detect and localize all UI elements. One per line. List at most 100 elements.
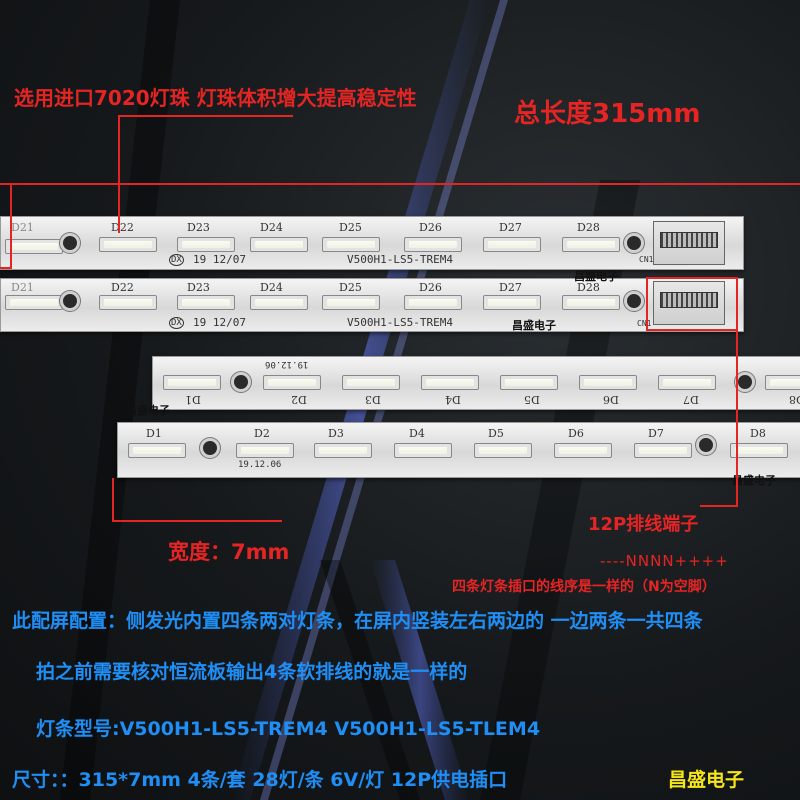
led-label: D2 (254, 427, 270, 440)
watermark: 昌盛电子 (574, 270, 618, 283)
total-length-label: 总长度315mm (514, 99, 701, 129)
led-chip (483, 237, 541, 252)
led-chip (263, 375, 321, 390)
led-chip (177, 295, 235, 310)
led-chip (404, 295, 462, 310)
connector (653, 281, 725, 325)
led-label: D28 (577, 221, 600, 234)
connector-highlight-box (646, 277, 738, 331)
led-chip (250, 295, 308, 310)
mount-hole (60, 291, 80, 311)
led-label: D1 (185, 393, 201, 406)
led-label: D23 (187, 221, 210, 234)
logo-mark: DX (169, 317, 184, 329)
led-chip (128, 443, 186, 458)
watermark: 昌盛电子 (512, 319, 556, 332)
pointer-line (736, 330, 738, 506)
mount-hole (624, 233, 644, 253)
led-label: D8 (750, 427, 766, 440)
led-chip (562, 237, 620, 252)
led-label: D24 (260, 221, 283, 234)
logo-mark: DX (169, 254, 184, 266)
model-code: V500H1-LS5-TREM4 (347, 253, 453, 266)
left-red-bracket (0, 183, 12, 269)
led-chip-note: 选用进口7020灯珠 灯珠体积增大提高稳定性 (14, 86, 417, 110)
connector (653, 221, 725, 265)
width-label: 宽度：7mm (168, 540, 290, 564)
mount-hole (200, 438, 220, 458)
pin-note: 四条灯条插口的线序是一样的（N为空脚） (452, 579, 716, 595)
led-chip (634, 443, 692, 458)
date-code: 19 12/07 (193, 316, 246, 329)
led-label: D27 (499, 221, 522, 234)
led-strip-1: D21 D22 D23 D24 D25 D26 D27 D28 DX 19 12… (0, 216, 744, 270)
brand-name: 昌盛电子 (668, 769, 745, 791)
led-chip (421, 375, 479, 390)
description-line-2: 拍之前需要核对恒流板输出4条软排线的就是一样的 (36, 661, 468, 683)
led-label: D24 (260, 281, 283, 294)
led-chip (314, 443, 372, 458)
mount-hole (735, 372, 755, 392)
width-bracket-line (112, 478, 114, 520)
led-chip (250, 237, 308, 252)
led-chip (5, 239, 63, 254)
led-label: D25 (339, 281, 362, 294)
led-label: D5 (524, 393, 540, 406)
pin-pattern: ----NNNN++++ (600, 552, 729, 570)
pointer-line (118, 115, 293, 117)
watermark: 昌盛电子 (126, 404, 170, 417)
description-line-3: 灯条型号:V500H1-LS5-TREM4 V500H1-LS5-TLEM4 (36, 718, 541, 740)
led-chip (554, 443, 612, 458)
led-label: D21 (11, 281, 34, 294)
led-chip (322, 295, 380, 310)
led-label: D3 (328, 427, 344, 440)
led-chip (342, 375, 400, 390)
led-chip (404, 237, 462, 252)
led-label: D3 (365, 393, 381, 406)
led-chip (394, 443, 452, 458)
connector-type-label: 12P排线端子 (588, 514, 699, 535)
led-chip (177, 237, 235, 252)
length-dimension-line (0, 183, 800, 185)
mount-hole (624, 291, 644, 311)
led-chip (579, 375, 637, 390)
date-code: 19.12.06 (265, 359, 309, 369)
led-chip (658, 375, 716, 390)
pointer-line (118, 115, 120, 233)
led-label: D22 (111, 221, 134, 234)
led-label: D26 (419, 281, 442, 294)
date-code: 19.12.06 (238, 460, 282, 470)
description-line-4: 尺寸：：315*7mm 4条/套 28灯/条 6V/灯 12P供电插口 (12, 769, 508, 791)
led-chip (500, 375, 558, 390)
led-label: D26 (419, 221, 442, 234)
led-label: D8 (789, 393, 800, 406)
led-chip (765, 375, 800, 390)
led-label: D25 (339, 221, 362, 234)
led-label: D6 (568, 427, 584, 440)
connector-label: CN1 (639, 255, 654, 264)
led-chip (483, 295, 541, 310)
mount-hole (60, 233, 80, 253)
led-label: D7 (683, 393, 699, 406)
led-chip (474, 443, 532, 458)
led-chip (99, 295, 157, 310)
led-chip (236, 443, 294, 458)
description-line-1: 此配屏配置：侧发光内置四条两对灯条，在屏内竖装左右两边的 一边两条一共四条 (12, 610, 703, 632)
led-label: D23 (187, 281, 210, 294)
led-label: D7 (648, 427, 664, 440)
led-label: D27 (499, 281, 522, 294)
width-bracket-line (112, 520, 282, 522)
led-chip (5, 295, 63, 310)
led-label: D2 (291, 393, 307, 406)
mount-hole (696, 435, 716, 455)
led-label: D1 (146, 427, 162, 440)
connector-label: CN1 (637, 319, 652, 328)
led-label: D21 (11, 221, 34, 234)
led-chip (562, 295, 620, 310)
led-label: D28 (577, 281, 600, 294)
led-strip-3: 19.12.06 D1 D2 D3 D4 D5 D6 D7 D8 (152, 356, 800, 410)
led-strip-2: D21 D22 D23 D24 D25 D26 D27 D28 DX 19 12… (0, 278, 744, 332)
led-label: D4 (409, 427, 425, 440)
led-strip-4: D1 D2 D3 D4 D5 D6 D7 D8 19.12.06 (117, 422, 800, 478)
led-chip (322, 237, 380, 252)
